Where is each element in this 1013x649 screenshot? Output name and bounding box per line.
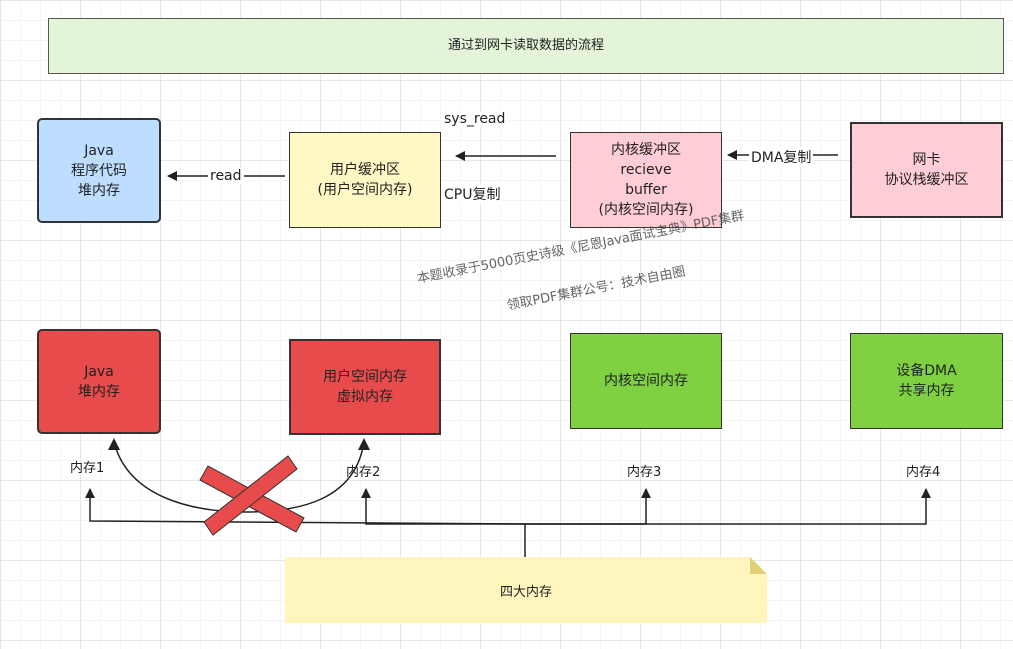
bracket-mem2 [361,488,525,525]
nic-line-2: 协议栈缓冲区 [884,172,969,188]
memory-label-1: 内存1 [70,461,105,476]
note-text: 四大内存 [499,584,552,600]
bracket-mem3 [525,488,651,525]
note-box: 四大内存 [285,557,767,623]
java-heap-line-2: 堆内存 [78,383,120,400]
cpu-copy-label: CPU复制 [442,184,503,204]
java-line-1: Java [84,142,114,159]
java-heap-box: Java 堆内存 [37,329,161,434]
memory-label-3: 内存3 [627,465,662,480]
java-program-box: Java 程序代码 堆内存 [37,118,161,223]
user-buffer-line-2: (用户空间内存) [317,182,413,198]
bracket-mem1 [85,488,526,525]
dma-copy-label: DMA复制 [749,147,814,167]
nic-box: 网卡 协议栈缓冲区 [850,122,1003,218]
dma-line-1: 设备DMA [896,363,957,379]
kernel-buffer-line-1: 内核缓冲区 [611,142,681,158]
user-virtual-memory-box: 用户空间内存 虚拟内存 [289,339,441,435]
uvm-line-1: 用户空间内存 [323,369,407,385]
read-label: read [208,168,244,184]
memory-label-4: 内存4 [906,465,941,480]
title-text: 通过到网卡读取数据的流程 [447,38,604,53]
java-line-3: 堆内存 [78,182,120,199]
kernel-space-text: 内核空间内存 [604,373,688,389]
kernel-buffer-box: 内核缓冲区 recieve buffer (内核空间内存) [570,132,722,228]
uvm-line-2: 虚拟内存 [337,389,393,405]
bracket-mem4 [525,488,931,525]
kernel-space-box: 内核空间内存 [570,333,722,429]
sys-read-label: sys_read [442,111,508,127]
user-buffer-box: 用户缓冲区 (用户空间内存) [289,132,441,228]
java-line-2: 程序代码 [71,162,127,179]
red-cross-icon [199,455,305,536]
memory-label-2: 内存2 [346,465,381,480]
mem-mapping-curve [113,441,365,513]
user-buffer-line-1: 用户缓冲区 [330,162,400,178]
title-banner: 通过到网卡读取数据的流程 [48,18,1004,74]
dma-shared-box: 设备DMA 共享内存 [850,333,1003,429]
nic-line-1: 网卡 [912,152,941,168]
java-heap-line-1: Java [84,363,114,380]
kernel-buffer-line-2: recieve [620,162,672,178]
kernel-buffer-line-3: buffer [625,182,667,198]
dma-line-2: 共享内存 [898,383,955,399]
kernel-buffer-line-4: (内核空间内存) [598,202,694,218]
